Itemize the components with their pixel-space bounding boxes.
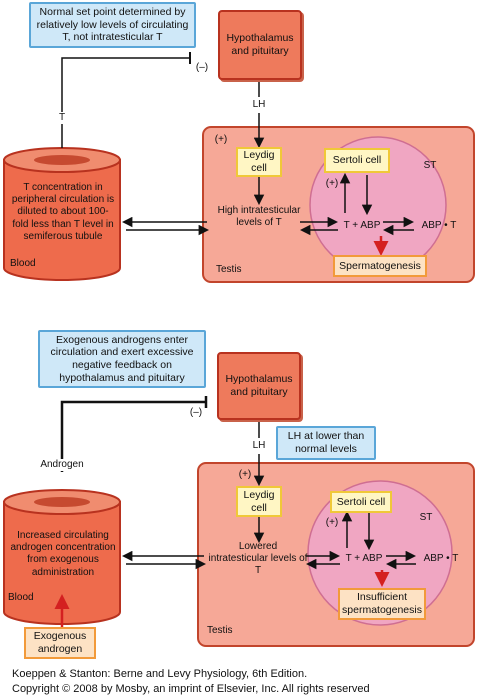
stimulation-label-leydig: (+) bbox=[214, 134, 228, 145]
leydig-cell-box-bottom: Leydig cell bbox=[236, 486, 282, 517]
blood-cylinder-bottom bbox=[3, 489, 121, 625]
stimulation-label-sertoli: (+) bbox=[325, 178, 339, 189]
blood-label-bottom: Blood bbox=[8, 592, 34, 603]
inhibition-label-bottom: (–) bbox=[189, 407, 203, 418]
hypothalamus-pituitary-box-bottom: Hypothalamus and pituitary bbox=[217, 352, 301, 420]
inhibition-label: (–) bbox=[195, 62, 209, 73]
exogenous-note: Exogenous androgens enter circulation an… bbox=[38, 330, 206, 388]
blood-description-bottom: Increased circulating androgen concentra… bbox=[10, 530, 116, 578]
lh-label: LH bbox=[252, 99, 266, 110]
hypothalamus-pituitary-box: Hypothalamus and pituitary bbox=[218, 10, 302, 80]
abp-t-label: ABP • T bbox=[421, 220, 457, 231]
t-abp-label: T + ABP bbox=[343, 220, 381, 231]
abp-t-label-bottom: ABP • T bbox=[423, 553, 459, 564]
t-label: T bbox=[55, 112, 69, 125]
blood-label: Blood bbox=[10, 258, 36, 269]
spermatogenesis-box: Spermatogenesis bbox=[333, 255, 427, 277]
blood-description: T concentration in peripheral circulatio… bbox=[11, 182, 115, 242]
lh-note: LH at lower than normal levels bbox=[276, 426, 376, 460]
lh-label-bottom: LH bbox=[252, 440, 266, 451]
copyright-line: Copyright © 2008 by Mosby, an imprint of… bbox=[12, 683, 370, 695]
androgen-label: Androgen bbox=[32, 459, 92, 472]
stimulation-label-leydig-bottom: (+) bbox=[238, 469, 252, 480]
seminiferous-tubule-label: ST bbox=[423, 160, 437, 171]
sertoli-cell-box-bottom: Sertoli cell bbox=[330, 491, 392, 513]
stimulation-label-sertoli-bottom: (+) bbox=[325, 517, 339, 528]
exogenous-androgen-box: Exogenous androgen bbox=[24, 627, 96, 659]
leydig-cell-box: Leydig cell bbox=[236, 147, 282, 177]
insufficient-spermatogenesis-box: Insufficient spermatogenesis bbox=[338, 588, 426, 620]
intratesticular-t-label-bottom: Lowered intratesticular levels of T bbox=[208, 541, 308, 577]
seminiferous-tubule-label-bottom: ST bbox=[419, 512, 433, 523]
t-abp-label-bottom: T + ABP bbox=[345, 553, 383, 564]
sertoli-cell-box: Sertoli cell bbox=[324, 148, 390, 173]
setpoint-note: Normal set point determined by relativel… bbox=[29, 2, 196, 48]
testis-label-bottom: Testis bbox=[207, 625, 233, 636]
citation-line: Koeppen & Stanton: Berne and Levy Physio… bbox=[12, 668, 308, 680]
testis-label: Testis bbox=[216, 264, 242, 275]
intratesticular-t-label: High intratesticular levels of T bbox=[217, 205, 301, 229]
